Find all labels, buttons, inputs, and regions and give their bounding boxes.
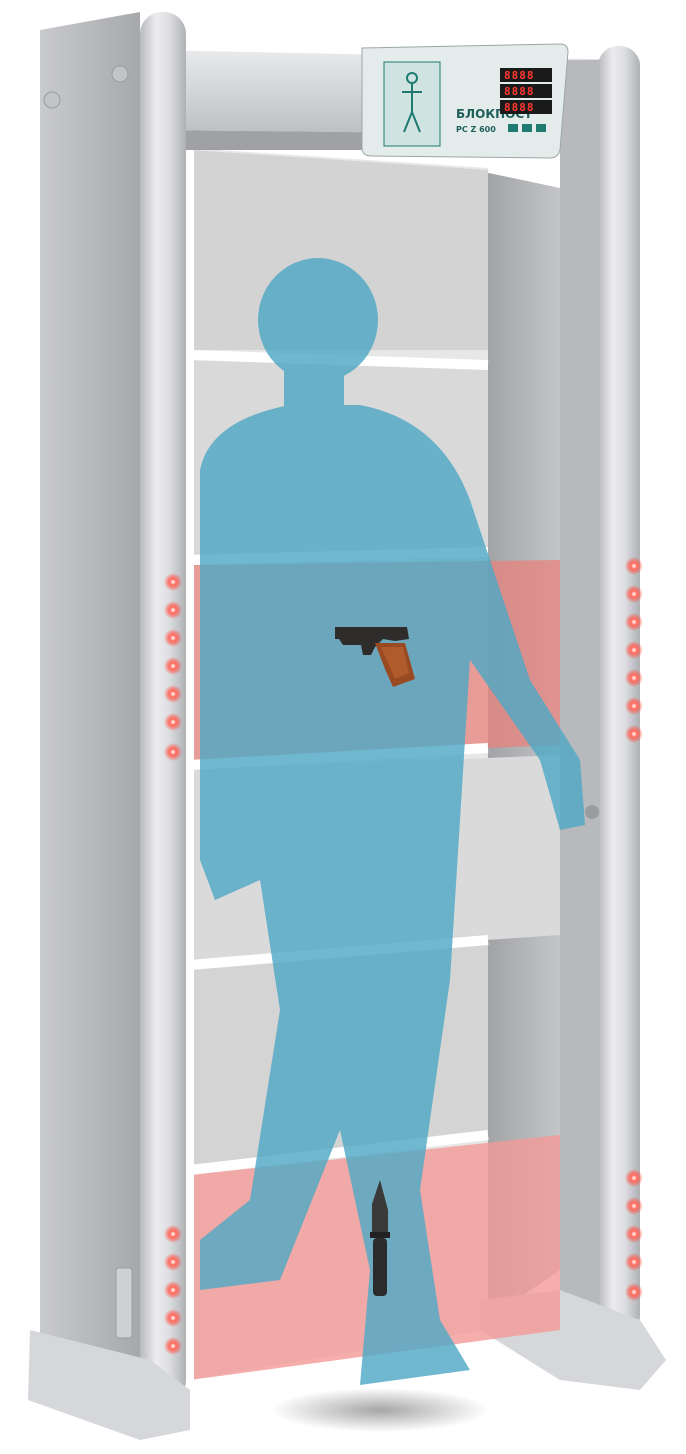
display-row-2-digits: 8888 — [504, 85, 535, 98]
panel-button[interactable] — [508, 124, 518, 132]
display-row-3-digits: 8888 — [504, 101, 535, 114]
panel-button[interactable] — [536, 124, 546, 132]
floor-shadow — [270, 1388, 490, 1432]
panel-button[interactable] — [522, 124, 532, 132]
panel-model: PC Z 600 — [456, 125, 496, 134]
display-row-1-digits: 8888 — [504, 69, 535, 82]
control-panel: БЛОКПОСТ PC Z 600 8888 8888 8888 — [362, 44, 568, 158]
